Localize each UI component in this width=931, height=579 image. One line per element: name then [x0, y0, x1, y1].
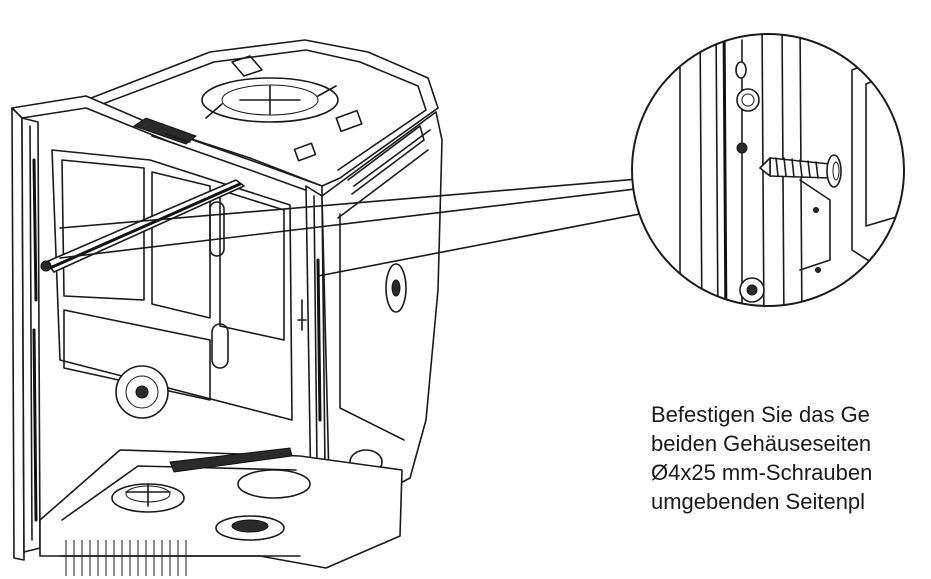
- lower-spray-arm: [169, 447, 293, 473]
- round-hole: [736, 88, 760, 112]
- base-louvers: [65, 540, 187, 576]
- screw-icon: [759, 154, 842, 188]
- slot-hole: [735, 61, 747, 79]
- side-bracket: [851, 39, 904, 301]
- instruction-line-2: beiden Gehäuseseiten: [651, 431, 872, 456]
- tub-top-rim: [91, 49, 427, 171]
- tub-back-wall: [51, 149, 293, 421]
- dishwasher-tub-illustration: [11, 39, 443, 576]
- screw-detail-magnifier: [631, 33, 905, 307]
- top-round-plate: [201, 77, 339, 123]
- left-frame-upright: [11, 107, 25, 561]
- instruction-line-3: Ø4x25 mm-Schrauben: [651, 460, 873, 485]
- instruction-line-1: Befestigen Sie das Ge: [651, 402, 870, 427]
- detail-leader-lines: [59, 177, 651, 277]
- instruction-line-4: umgebenden Seitenpl: [651, 489, 866, 514]
- instruction-text: Befestigen Sie das Ge beiden Gehäuseseit…: [651, 400, 931, 516]
